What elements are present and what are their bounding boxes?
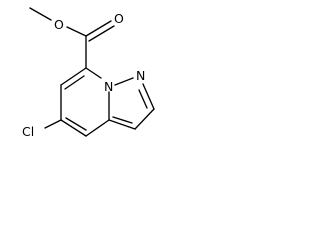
bond-n1-n2 bbox=[114, 77, 134, 86]
bond-c7-c6 bbox=[60, 67, 87, 86]
bond-c7-c6-inner bbox=[64, 75, 85, 90]
bond-c3-c3a-inner bbox=[112, 116, 133, 124]
bond-c3-c3a bbox=[108, 119, 136, 130]
bond-n-c7 bbox=[85, 67, 102, 79]
bond-carbonyl-o-2 bbox=[88, 25, 115, 42]
bond-c5-c4 bbox=[60, 119, 87, 137]
structure-canvas: O O N N Cl bbox=[0, 0, 184, 192]
molecule-diagram: O O N N Cl bbox=[22, 7, 155, 139]
atom-label-ring-n1: N bbox=[104, 79, 113, 94]
atom-label-ester-o: O bbox=[54, 17, 64, 32]
bond-c2-c3 bbox=[134, 108, 155, 130]
atom-label-ring-n2: N bbox=[136, 68, 145, 83]
bond-o-carbonyl bbox=[66, 26, 87, 37]
atom-label-chlorine: Cl bbox=[22, 124, 34, 139]
bond-c5-c4-inner bbox=[65, 117, 87, 131]
bond-carbonyl-o-1 bbox=[85, 20, 112, 37]
atom-label-carbonyl-o: O bbox=[114, 11, 124, 26]
bond-c4-c3a bbox=[85, 119, 110, 137]
bond-c5-cl bbox=[44, 119, 62, 129]
bond-n2-c2-inner bbox=[138, 89, 148, 109]
bond-methyl-o bbox=[29, 7, 52, 21]
bond-n2-c2 bbox=[142, 83, 155, 110]
